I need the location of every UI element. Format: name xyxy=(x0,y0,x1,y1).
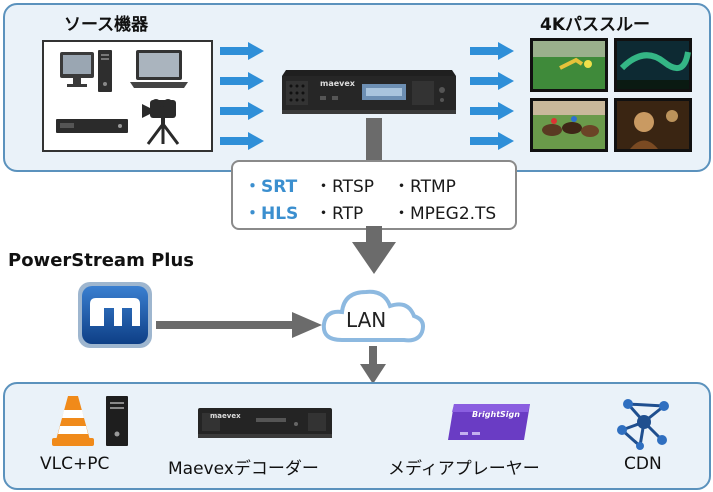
powerstream-app-icon xyxy=(78,282,152,348)
label-maevex-decoder: Maevexデコーダー xyxy=(168,459,319,479)
media-player-brand: BrightSign xyxy=(472,410,520,419)
protocol-rtp: ・RTP xyxy=(315,204,364,224)
output-arrow-1 xyxy=(470,42,514,60)
recorder-icon xyxy=(56,119,128,133)
label-vlc-pc: VLC+PC xyxy=(40,454,110,474)
vlc-cone-icon xyxy=(52,396,94,446)
maevex-encoder-device xyxy=(282,70,456,114)
label-media-player: メディアプレーヤー xyxy=(388,459,540,479)
output-arrow-3 xyxy=(470,102,514,120)
laptop-icon xyxy=(130,50,188,88)
protocol-rtmp: ・RTMP xyxy=(393,177,456,197)
video-camera-icon xyxy=(142,99,180,145)
media-player-device xyxy=(448,404,530,440)
output-arrow-4 xyxy=(470,132,514,150)
lan-cloud-icon xyxy=(321,289,425,343)
encoder-brand-label: maevex xyxy=(320,79,355,88)
encoder-to-lan-arrow xyxy=(352,118,396,274)
thumbnail-soccer xyxy=(530,38,608,92)
input-arrow-2 xyxy=(220,72,264,90)
output-arrow-2 xyxy=(470,72,514,90)
maevex-decoder-device xyxy=(198,408,332,438)
label-cdn: CDN xyxy=(624,454,662,474)
lan-label: LAN xyxy=(346,308,387,332)
powerstream-title: PowerStream Plus xyxy=(8,250,194,271)
software-to-lan-arrow xyxy=(156,312,322,338)
protocol-box xyxy=(231,160,517,230)
input-arrow-1 xyxy=(220,42,264,60)
protocol-hls: ・HLS xyxy=(244,204,299,224)
protocol-mpeg2ts: ・MPEG2.TS xyxy=(393,204,497,224)
thumbnail-horse-race xyxy=(530,98,608,152)
protocol-srt: ・SRT xyxy=(244,177,298,197)
lan-to-outputs-arrow xyxy=(360,346,386,384)
protocol-rtsp: ・RTSP xyxy=(315,177,375,197)
input-arrow-3 xyxy=(220,102,264,120)
desktop-pc-icon xyxy=(60,50,112,92)
thumbnail-portrait xyxy=(614,98,692,152)
passthrough-title: 4Kパススルー xyxy=(540,15,651,35)
thumbnail-aurora xyxy=(614,38,692,92)
pc-tower-icon xyxy=(106,396,128,446)
input-arrow-4 xyxy=(220,132,264,150)
decoder-brand-label: maevex xyxy=(210,412,241,420)
cdn-network-icon xyxy=(617,399,669,450)
source-devices-title: ソース機器 xyxy=(64,15,149,35)
